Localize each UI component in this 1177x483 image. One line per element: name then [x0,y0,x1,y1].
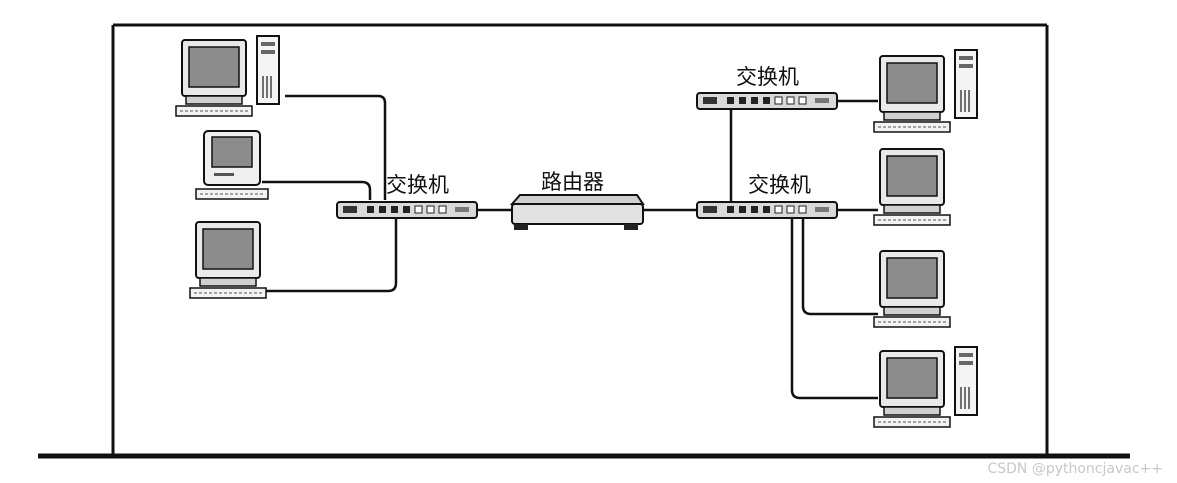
switch-right-bottom-label: 交换机 [748,173,811,197]
computer-left-3 [189,221,267,299]
building-frame [38,23,1130,459]
switch-right-top [696,92,838,110]
router [509,194,645,230]
computer-right-2 [873,148,951,226]
switch-right-bottom [696,201,838,219]
router-label: 路由器 [541,170,604,194]
computer-right-3 [873,250,951,328]
switch-left [336,201,478,219]
cables [262,94,878,400]
switch-right-top-label: 交换机 [736,65,799,89]
computer-left-2 [195,130,269,200]
watermark: CSDN @pythoncjavac++ [987,461,1163,477]
computer-left-1 [175,35,280,117]
computer-right-1 [873,49,978,133]
switch-left-label: 交换机 [386,173,449,197]
computer-right-4 [873,346,978,428]
